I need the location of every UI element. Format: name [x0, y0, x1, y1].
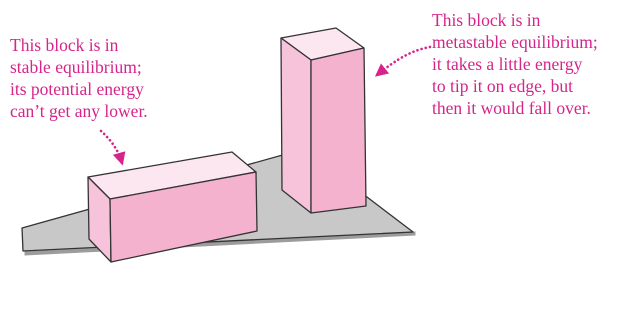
- annotation-line: stable equilibrium;: [10, 56, 148, 78]
- stable-pointer-arrow: [101, 131, 122, 163]
- annotation-line: its potential energy: [10, 78, 148, 100]
- annotation-line: This block is in: [10, 34, 148, 56]
- metastable-equilibrium-annotation: This block is in metastable equilibrium;…: [432, 9, 598, 119]
- annotation-line: to tip it on edge, but: [432, 75, 598, 97]
- annotation-line: This block is in: [432, 9, 598, 31]
- metastable-block-front-face: [311, 48, 366, 213]
- metastable-pointer-arrow: [377, 47, 430, 75]
- annotation-line: can’t get any lower.: [10, 100, 148, 122]
- annotation-line: metastable equilibrium;: [432, 31, 598, 53]
- metastable-block: [281, 28, 366, 213]
- annotation-line: it takes a little energy: [432, 53, 598, 75]
- stable-equilibrium-annotation: This block is in stable equilibrium; its…: [10, 34, 148, 122]
- stable-block: [88, 152, 257, 262]
- metastable-block-left-face: [281, 38, 311, 213]
- annotation-line: then it would fall over.: [432, 97, 598, 119]
